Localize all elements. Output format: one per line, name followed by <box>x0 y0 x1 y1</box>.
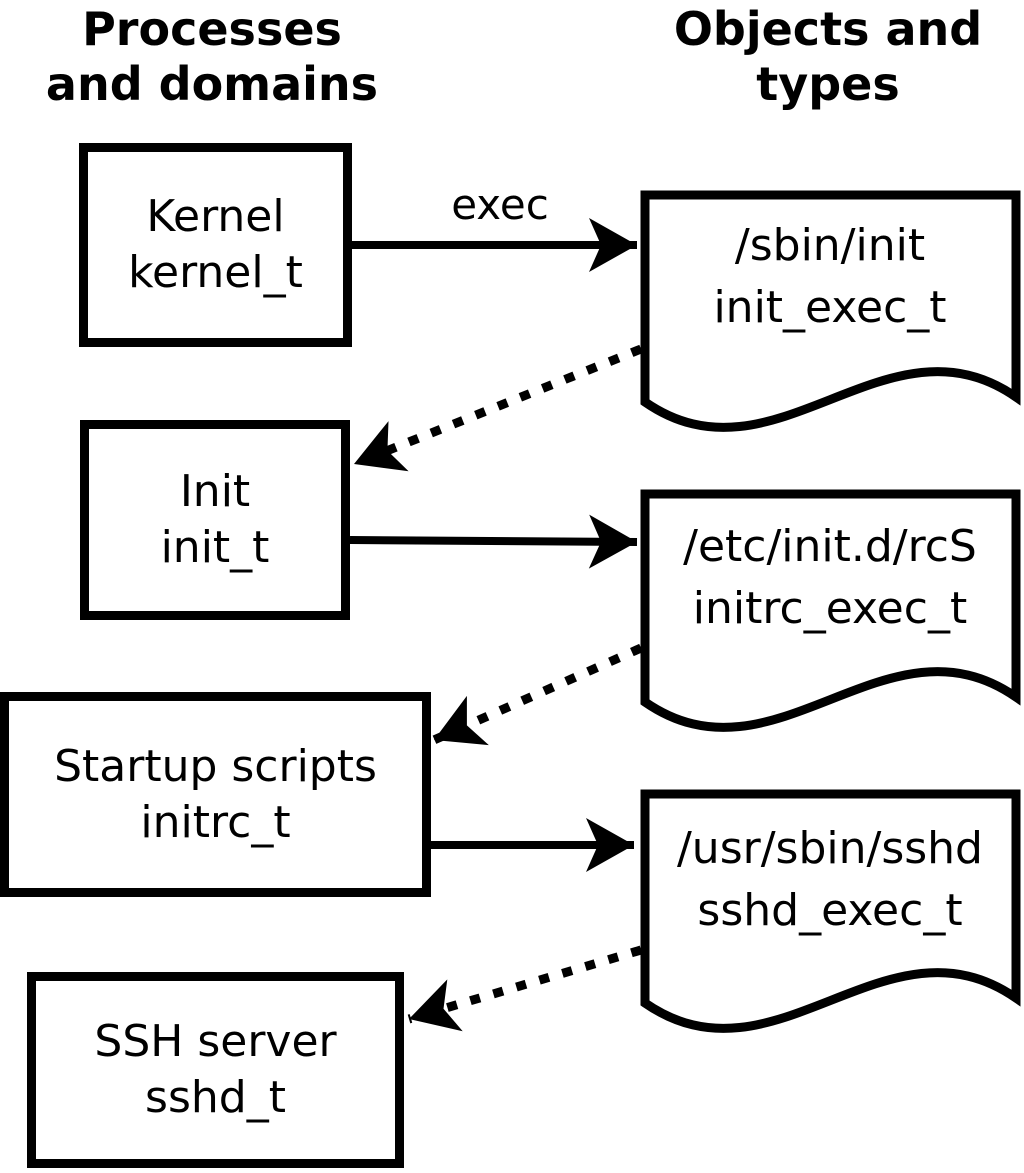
transition-arrow-sshd-exec-to-sshd <box>407 945 643 1032</box>
column-header-processes-line2: and domains <box>45 57 379 111</box>
process-box-init: Init init_t <box>80 420 350 620</box>
exec-arrow-label: exec <box>451 180 549 229</box>
process-name: Startup scripts <box>54 740 377 792</box>
process-name: SSH server <box>94 1016 337 1067</box>
transition-arrow-initrc-exec-to-initrc <box>432 643 643 746</box>
process-name: Init <box>179 466 251 517</box>
document-shape-etc-initd-rcs <box>640 489 1021 732</box>
process-domain-type: initrc_t <box>140 796 291 848</box>
column-header-objects-line1: Objects and <box>673 2 983 56</box>
process-domain-type: kernel_t <box>128 247 303 298</box>
object-label-usr-sbin-sshd: /usr/sbin/sshd sshd_exec_t <box>640 818 1020 942</box>
transition-arrow-init-exec-to-init <box>352 344 643 472</box>
object-label-etc-initd-rcs: /etc/init.d/rcS initrc_exec_t <box>640 516 1020 640</box>
exec-arrow-init-to-rcs <box>349 514 638 569</box>
document-shape-sbin-init <box>640 190 1021 432</box>
process-domain-type: sshd_t <box>145 1072 286 1123</box>
process-domain-type: init_t <box>160 522 270 573</box>
column-header-processes-line1: Processes <box>82 2 342 56</box>
column-header-processes: Processes and domains <box>0 2 434 112</box>
process-box-kernel: Kernel kernel_t <box>79 143 352 347</box>
process-name: Kernel <box>146 191 285 242</box>
object-path: /sbin/init <box>734 220 926 271</box>
object-type: initrc_exec_t <box>692 583 968 634</box>
document-shape-usr-sbin-sshd <box>640 789 1021 1033</box>
process-box-ssh-server: SSH server sshd_t <box>27 972 404 1168</box>
object-label-sbin-init: /sbin/init init_exec_t <box>640 215 1020 339</box>
column-header-objects-line2: types <box>756 57 900 111</box>
object-path: /etc/init.d/rcS <box>683 521 977 572</box>
process-box-startup-scripts: Startup scripts initrc_t <box>0 692 431 897</box>
object-type: sshd_exec_t <box>697 885 963 936</box>
object-path: /usr/sbin/sshd <box>676 823 983 874</box>
column-header-objects: Objects and types <box>606 2 1024 112</box>
object-type: init_exec_t <box>713 282 947 333</box>
